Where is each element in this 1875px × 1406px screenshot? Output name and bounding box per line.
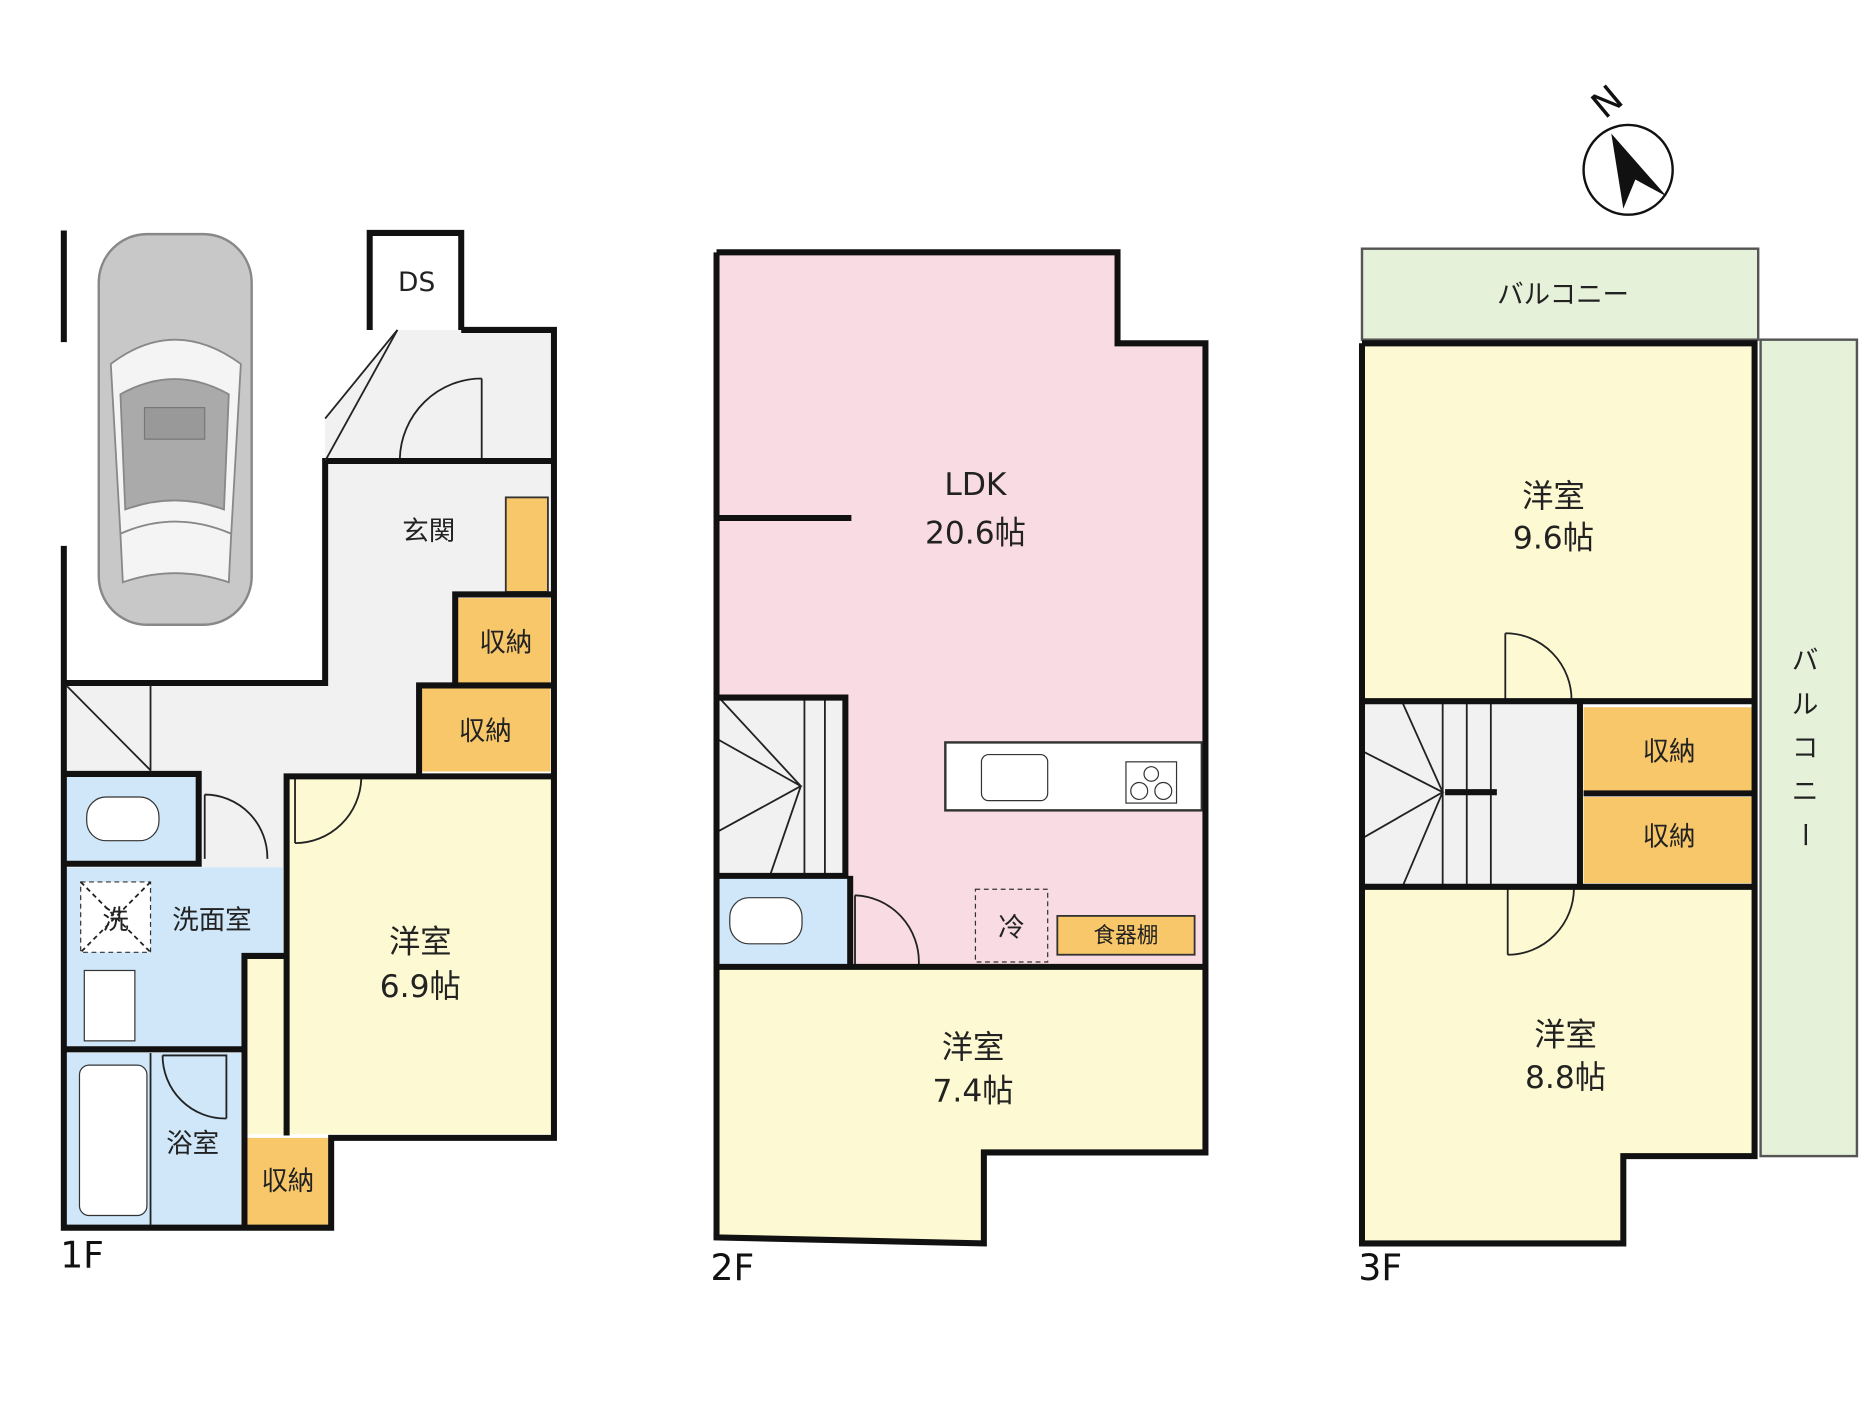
balcony-char: ニ <box>1792 777 1818 808</box>
porch <box>325 329 554 461</box>
balcony-top[interactable] <box>1360 247 1760 341</box>
car-icon <box>97 232 253 626</box>
balcony-char: ー <box>1789 821 1820 848</box>
storage-label: 収納 <box>459 716 512 747</box>
ldk-name: LDK <box>944 467 1007 503</box>
cupboard-label: 食器棚 <box>1093 924 1158 949</box>
toilet-icon <box>86 796 160 842</box>
stove-icon <box>1125 761 1178 804</box>
bath-label: 浴室 <box>166 1128 219 1159</box>
storage-label: 収納 <box>1643 737 1696 768</box>
sink-icon <box>83 969 136 1042</box>
room-name: 洋室 <box>1534 1018 1597 1054</box>
ldk-size: 20.6帖 <box>925 515 1026 551</box>
toilet-icon <box>729 897 803 945</box>
room-name: 洋室 <box>942 1030 1005 1066</box>
balcony-side[interactable] <box>1759 338 1859 1158</box>
stairs[interactable] <box>718 697 846 876</box>
floor-label-2f: 2F <box>711 1246 755 1289</box>
cupboard <box>1056 914 1196 956</box>
fridge-label: 冷 <box>998 912 1024 943</box>
ds-label: DS <box>398 267 435 298</box>
balcony-char: コ <box>1792 733 1818 764</box>
fridge-space <box>974 888 1049 963</box>
hall <box>63 594 456 868</box>
room-size: 9.6帖 <box>1513 520 1594 556</box>
storage-label: 収納 <box>1643 821 1696 852</box>
sink-icon <box>980 753 1049 802</box>
bathtub-icon <box>78 1064 148 1217</box>
balcony-side-label: バ ル コ ニ ー <box>1789 646 1820 848</box>
storage[interactable] <box>1583 797 1753 884</box>
north-arrow-icon <box>1611 133 1667 209</box>
room-size: 8.8帖 <box>1525 1060 1606 1096</box>
balcony-label: バルコニー <box>1497 279 1629 310</box>
balcony-char: バ <box>1792 646 1818 677</box>
room-size: 6.9帖 <box>380 969 461 1005</box>
room-size: 7.4帖 <box>932 1073 1013 1109</box>
storage-label: 収納 <box>479 627 532 658</box>
floor-3: バルコニー バ ル コ ニ ー 洋室 9.6帖 収納 収納 洋室 8.8帖 3F <box>1358 247 1859 1289</box>
storage[interactable] <box>1583 707 1753 791</box>
floor-1: DS 玄関 収納 収納 洗 洗面室 浴室 収納 洋室 6.9帖 1F <box>60 229 557 1277</box>
western-room-2f[interactable] <box>716 969 1206 1244</box>
shoe-cabinet <box>504 496 549 593</box>
washer-label: 洗 <box>102 905 128 936</box>
balcony-char: ル <box>1792 689 1818 720</box>
genkan-label: 玄関 <box>402 516 455 547</box>
storage-label: 収納 <box>261 1166 314 1197</box>
washroom-label: 洗面室 <box>172 905 251 936</box>
storage[interactable] <box>246 1137 332 1226</box>
western-room-1f[interactable] <box>244 776 552 1135</box>
floor-label-3f: 3F <box>1358 1246 1402 1289</box>
room-name: 洋室 <box>1522 479 1585 515</box>
storage[interactable] <box>421 687 551 772</box>
storage[interactable] <box>457 598 551 683</box>
washer-space <box>80 881 152 953</box>
western-room-3f-a[interactable] <box>1361 343 1755 702</box>
room-name: 洋室 <box>389 924 452 960</box>
floor-2: LDK 20.6帖 冷 食器棚 洋室 7.4帖 2F <box>711 249 1209 1289</box>
floor-label-1f: 1F <box>60 1234 104 1277</box>
